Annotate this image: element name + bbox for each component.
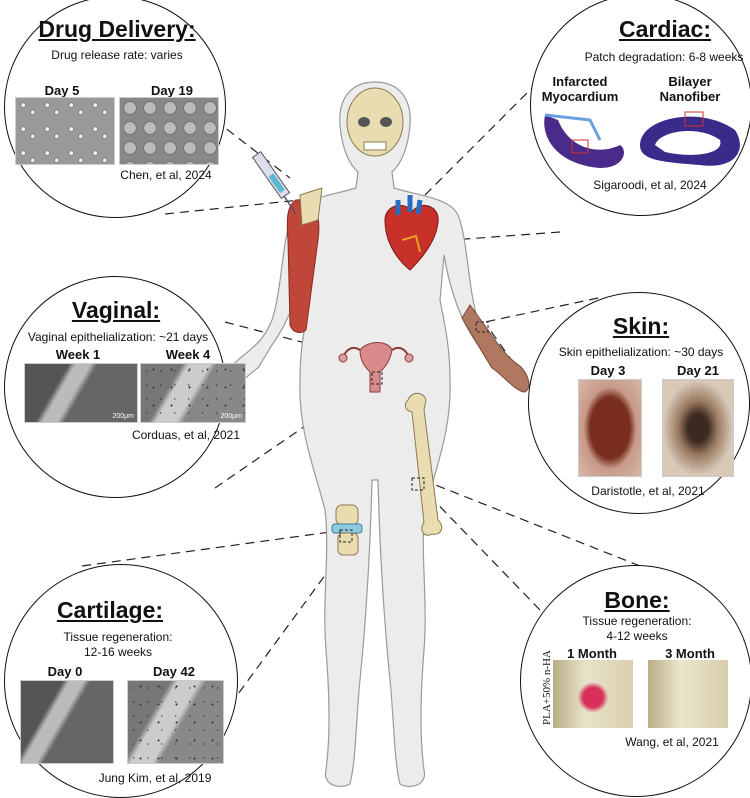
image-label: 3 Month (665, 646, 715, 661)
arm-muscle (286, 187, 323, 333)
image-label: Day 21 (677, 363, 719, 378)
syringe-icon (251, 150, 297, 215)
citation: Corduas, et al, 2021 (131, 428, 241, 442)
scale-bar-label: 200μm (112, 413, 134, 420)
panel-subtitle: 4-12 weeks (606, 629, 668, 643)
femur-bone (404, 392, 443, 536)
citation: Chen, et al, 2024 (120, 168, 212, 182)
panel-subtitle: Tissue regeneration: (582, 614, 692, 628)
connector-drug-delivery-2 (164, 199, 301, 215)
heart-organ (384, 195, 439, 271)
connector-cardiac (411, 71, 549, 209)
panel-title: Cartilage: (57, 597, 163, 624)
image-label: Day 5 (44, 83, 80, 98)
panel-subtitle: Skin epithelialization: ~30 days (558, 345, 724, 359)
panel-title: Vaginal: (71, 297, 161, 323)
image-label: Week 1 (55, 347, 101, 362)
image-label: Day 19 (151, 83, 193, 98)
image-label: Bilayer Nanofiber (659, 74, 721, 104)
panel-title: Cardiac: (618, 16, 712, 42)
panel-title: Skin: (612, 313, 670, 339)
scale-bar-label: 200μm (220, 413, 242, 420)
connector-bone-2 (427, 481, 641, 567)
panel-subtitle: Vaginal epithelialization: ~21 days (27, 330, 209, 344)
panel-title: Drug Delivery: (38, 16, 196, 42)
panel-title-text: Cartilage (56, 597, 156, 623)
sem-image-day5 (15, 97, 115, 165)
panel-title: Bone: (604, 587, 670, 613)
wound-image-day21 (662, 379, 734, 477)
panel-subtitle: Drug release rate: varies (51, 48, 183, 62)
panel-subtitle: 12-16 weeks (83, 645, 153, 659)
skin-arm (461, 304, 530, 393)
sample-label: PLA+50% n-HA (541, 650, 553, 725)
uterus-organ (338, 342, 414, 393)
citation: Jung Kim, et al, 2019 (98, 771, 212, 785)
connector-cartilage-2 (229, 547, 346, 706)
body-silhouette (222, 81, 528, 788)
connector-skin (484, 297, 599, 323)
panel-cardiac (530, 0, 750, 216)
wound-image-day3 (578, 379, 642, 477)
sem-image-day19 (119, 97, 219, 165)
sem-image-day0 (20, 680, 114, 764)
sem-image-week1: 200μm (24, 363, 138, 423)
vaginal-marker (371, 371, 383, 385)
microct-image-1month (553, 660, 633, 728)
panel-title-colon: : (155, 597, 164, 623)
citation: Daristotle, et al, 2021 (591, 484, 705, 498)
panel-subtitle: Patch degradation: 6-8 weeks (584, 50, 744, 64)
image-label: Week 4 (165, 347, 211, 362)
connector-cartilage (81, 529, 346, 567)
connector-drug-delivery (214, 119, 291, 179)
connector-lines (81, 71, 641, 706)
image-label: Day 0 (47, 664, 83, 679)
sem-image-day42 (127, 680, 224, 764)
skull (346, 87, 404, 157)
panel-subtitle: Tissue regeneration: (63, 630, 173, 644)
citation: Wang, et al, 2021 (625, 735, 719, 749)
image-label: 1 Month (567, 646, 617, 661)
knee-joint (331, 504, 363, 556)
image-label: Day 42 (153, 664, 195, 679)
citation: Sigaroodi, et al, 2024 (593, 178, 707, 192)
image-label: Day 3 (590, 363, 626, 378)
image-label: Infarcted Myocardium (541, 74, 619, 104)
microct-image-3month (648, 660, 728, 728)
connector-bone (421, 487, 541, 611)
connector-vaginal (224, 321, 379, 363)
sem-image-week4: 200μm (140, 363, 246, 423)
